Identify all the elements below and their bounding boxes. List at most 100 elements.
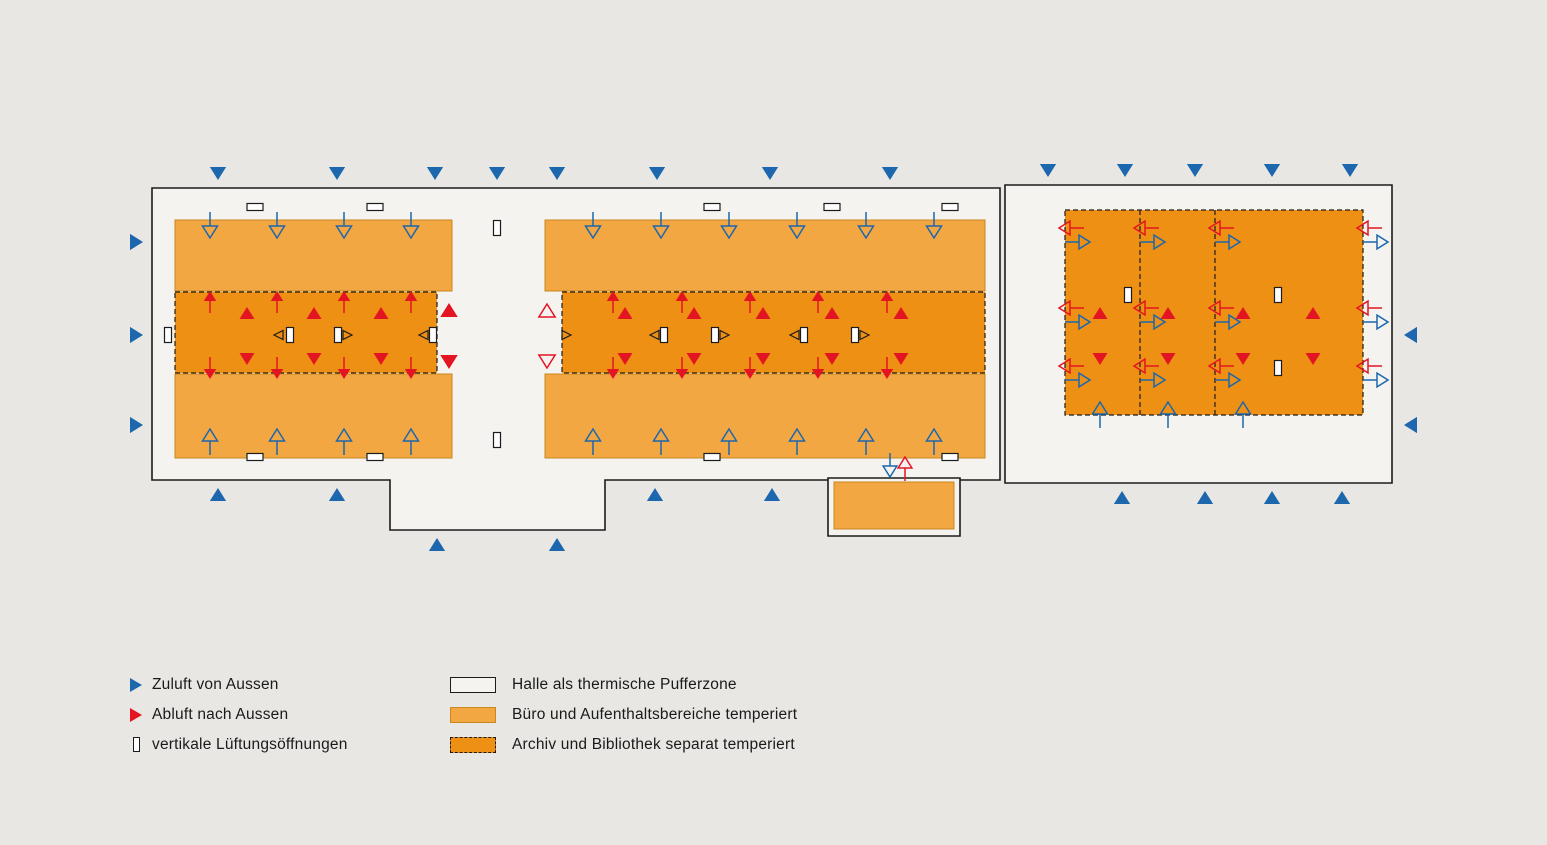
office-supply-bottom-arrow [720,427,738,442]
office-supply-top-arrow [857,225,875,240]
supply-outer-top-main-arrow [881,167,899,180]
office-supply-top-arrow [652,225,670,240]
archive-air-up-arrow [239,307,255,319]
office-supply-top-arrow [720,225,738,240]
annex-room [833,481,955,530]
archive-air-up-arrow [893,307,909,319]
supply-outer-top-main-arrow [648,167,666,180]
supply-outer-bottom-east-arrow [1263,491,1281,504]
archive-air-up-arrow [1160,307,1176,319]
east-exhaust-col3-arrow [1207,299,1221,317]
east-supply-col2-arrow [1153,371,1167,389]
office-supply-bottom-arrow [857,427,875,442]
wall-vent [823,202,841,212]
office-supply-top-arrow [335,225,353,240]
supply-outer-right-east-arrow [1404,326,1417,344]
legend-item-exhaust-air: Abluft nach Aussen [130,706,348,723]
archive-west [174,291,438,374]
vent-flow-triangle [788,329,800,341]
vertical-vent [1273,286,1283,304]
legend-label-hall-buffer: Halle als thermische Pufferzone [512,675,737,693]
archive-air-up-arrow [1092,307,1108,319]
supply-outer-top-main-arrow [548,167,566,180]
supply-outer-top-main-arrow [328,167,346,180]
supply-outer-bottom-east-arrow [1333,491,1351,504]
wall-vent [941,452,959,462]
office-supply-top-arrow [788,225,806,240]
east-exhaust-col2-arrow [1132,357,1146,375]
archive-exhaust-top-arrow [811,291,825,301]
supply-outer-left-arrow [130,416,143,434]
east-exhaust-col4-arrow [1355,219,1369,237]
east-exhaust-col2-arrow [1132,299,1146,317]
legend-item-vertical-vents: vertikale Lüftungsöffnungen [130,736,348,753]
icon-cell [130,707,152,722]
archive-exhaust-top-arrow [337,291,351,301]
archive-air-down-arrow [1092,353,1108,365]
east-floor-supply-arrow [1159,400,1177,415]
archive-air-down-arrow [893,353,909,365]
supply-outer-top-east-arrow [1116,164,1134,177]
supply-outer-bottom-east-arrow [1196,491,1214,504]
hall-swatch [450,676,496,693]
east-supply-col1-arrow [1078,371,1092,389]
east-supply-col1-arrow [1078,313,1092,331]
office-supply-bottom-arrow [584,427,602,442]
archive-exhaust-top-arrow [270,291,284,301]
office-north-east [544,219,986,292]
legend-label-supply-air: Zuluft von Aussen [152,675,279,693]
archive-air-down-arrow [373,353,389,365]
archive-exhaust-top-arrow [880,291,894,301]
supply-outer-top-main-arrow [488,167,506,180]
archive-center [561,291,986,374]
vent-flow-triangle [272,329,284,341]
vertical-vent [333,326,343,344]
wall-vent [703,452,721,462]
archive-air-up-arrow [686,307,702,319]
office-supply-top-arrow [268,225,286,240]
archive-air-down-arrow [239,353,255,365]
wall-vent [703,202,721,212]
wall-vent [246,202,264,212]
vertical-vent [659,326,669,344]
supply-outer-bottom-east-arrow [1113,491,1131,504]
office-north-west [174,219,453,292]
supply-outer-top-main-arrow [761,167,779,180]
office-supply-top-arrow [584,225,602,240]
vent-flow-triangle [561,329,573,341]
east-supply-col4-arrow [1376,371,1390,389]
office-supply-bottom-arrow [652,427,670,442]
supply-outer-top-east-arrow [1039,164,1057,177]
east-supply-col1-arrow [1078,233,1092,251]
legend-label-exhaust-air: Abluft nach Aussen [152,705,289,723]
east-supply-col3-arrow [1228,371,1242,389]
supply-outer-bottom-main-arrow [646,488,664,501]
east-supply-col4-arrow [1376,313,1390,331]
legend-item-hall-buffer: Halle als thermische Pufferzone [450,676,797,693]
icon-cell [130,737,152,752]
vertical-vent [850,326,860,344]
wall-vent [366,202,384,212]
vertical-vent [492,219,502,237]
office-supply-bottom-arrow [335,427,353,442]
east-supply-col2-arrow [1153,233,1167,251]
exhaust-wall-up-arrow [440,303,458,317]
exhaust-open-down-arrow [537,354,557,370]
legend-label-archive-tempered: Archiv und Bibliothek separat temperiert [512,735,795,753]
annex-exhaust-arrow [896,455,914,469]
wall-vent [941,202,959,212]
supply-outer-top-east-arrow [1263,164,1281,177]
archive-air-up-arrow [1235,307,1251,319]
archive-air-down-arrow [824,353,840,365]
east-exhaust-col1-arrow [1057,299,1071,317]
legend-symbols: Zuluft von Aussen Abluft nach Aussen ver… [130,676,348,766]
exhaust-air-icon [130,707,142,722]
vent-flow-triangle [417,329,429,341]
archive-exhaust-bottom-arrow [404,369,418,379]
legend-item-supply-air: Zuluft von Aussen [130,676,348,693]
archive-exhaust-bottom-arrow [743,369,757,379]
vertical-vent [1273,359,1283,377]
archive-air-up-arrow [373,307,389,319]
